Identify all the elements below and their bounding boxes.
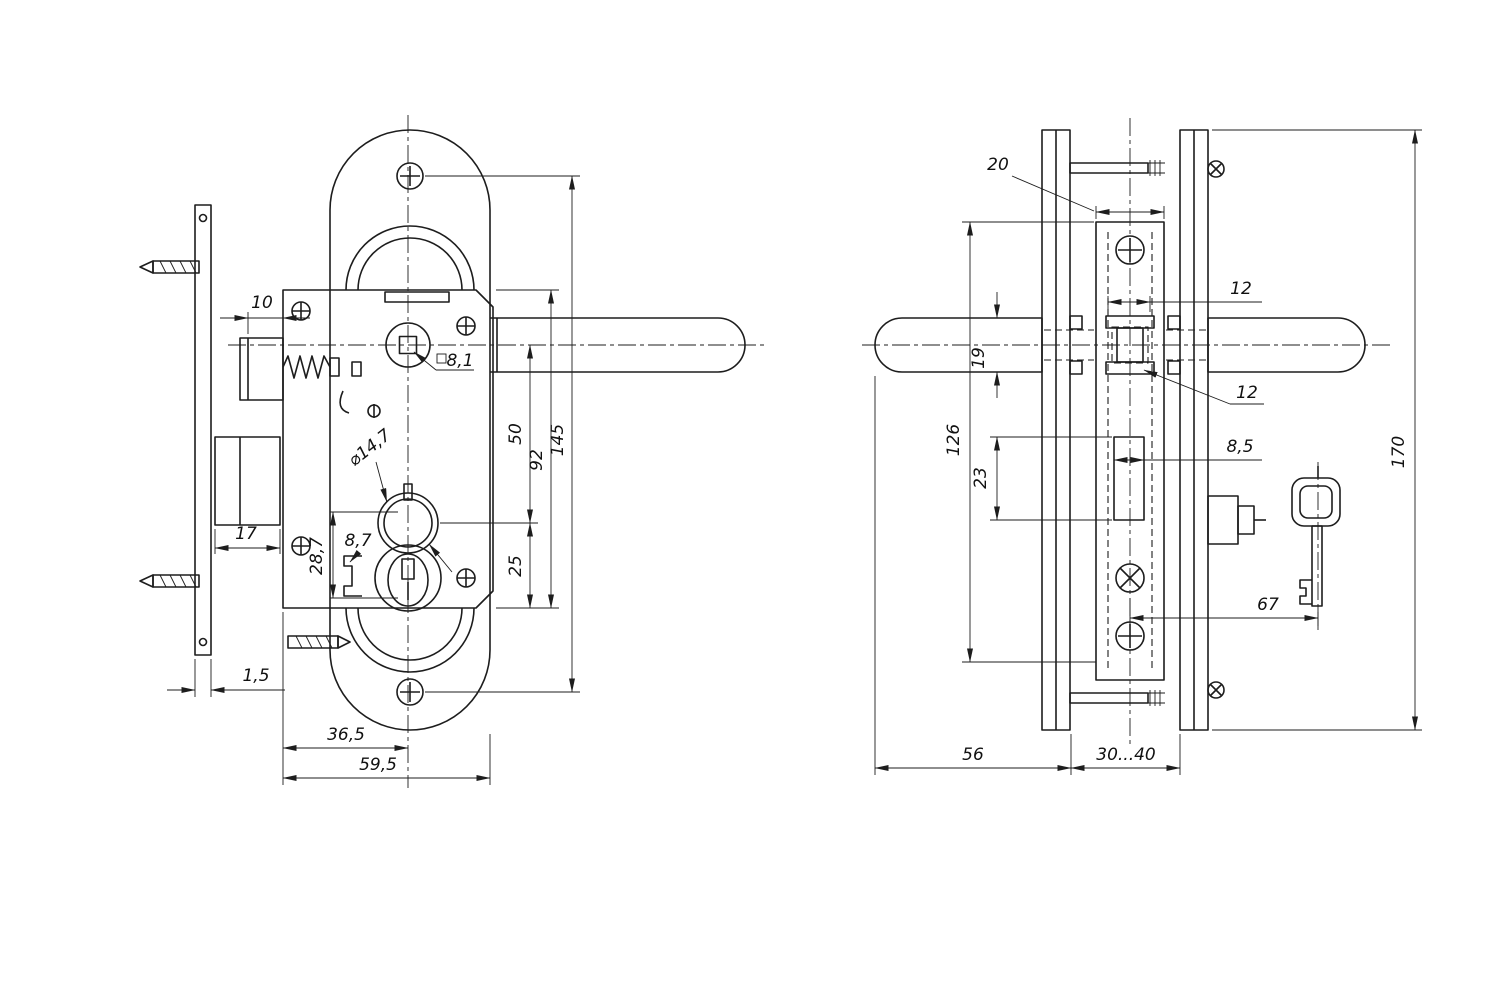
case-screws	[291, 301, 476, 588]
wood-screw-top	[139, 260, 200, 274]
left-handle-lever	[874, 317, 1043, 373]
latch-bolt	[239, 337, 284, 401]
dim-28-7-label: 28,7	[307, 537, 327, 575]
latch-spring	[282, 355, 331, 379]
dim-19-label: 19	[969, 347, 989, 369]
bottom-plate-screw	[396, 678, 424, 706]
dim-12-top-label: 12	[1230, 279, 1252, 299]
dim-dia14-7-label: ⌀14,7	[345, 425, 395, 470]
dim-8-7-label: 8,7	[344, 531, 371, 551]
dim-30-40-label: 30...40	[1096, 745, 1155, 765]
dim-dia14-7-leader-a	[375, 461, 388, 503]
dim-8-1-label: 8,1	[446, 351, 473, 371]
cylinder-protrusion	[1207, 495, 1266, 545]
case-top-screw	[1115, 235, 1145, 265]
lock-case-edge	[1095, 221, 1165, 681]
keyhole	[374, 544, 442, 612]
right-view-dimensions: 20 12 19 12 126 23 8,5 67 56 30...40 170	[874, 129, 1422, 775]
dim-1-5-label: 1,5	[242, 666, 269, 686]
left-escutcheon-edge	[1041, 129, 1071, 731]
dim-59-5-label: 59,5	[359, 755, 397, 775]
right-escutcheon-edge	[1179, 129, 1209, 731]
top-boss-arc-inner	[357, 237, 463, 291]
deadbolt	[214, 436, 281, 526]
dim-170-label: 170	[1389, 436, 1409, 468]
dim-25-label: 25	[506, 555, 526, 577]
dim-145-label: 145	[548, 424, 568, 456]
retractor-hook	[339, 390, 381, 418]
dim-67-label: 67	[1257, 595, 1279, 615]
spindle-hub	[1044, 315, 1206, 375]
dim-17-label: 17	[235, 524, 257, 544]
dim-126-label: 126	[944, 424, 964, 457]
dim-20-leader	[1011, 175, 1095, 212]
dim-12-bottom-leader	[1143, 369, 1231, 405]
top-plate-screw	[396, 162, 424, 190]
right-plate-screw-top	[1207, 160, 1225, 178]
dim-8-1-leader	[413, 351, 437, 371]
stop-block	[351, 361, 362, 377]
top-boss-arc	[345, 225, 475, 291]
handle-follower	[385, 322, 431, 368]
case-cross-screw	[1115, 563, 1145, 593]
dim-20-label: 20	[987, 155, 1009, 175]
lock-case	[282, 289, 494, 609]
bottom-boss-arc-inner	[357, 607, 463, 661]
handle-lever	[490, 317, 746, 373]
left-extension-lines	[194, 175, 580, 785]
dim-8-5-label: 8,5	[1226, 437, 1253, 457]
dim-50-label: 50	[506, 423, 526, 445]
deadbolt-slot	[1113, 436, 1145, 521]
cylinder	[377, 483, 439, 554]
right-handle-lever	[1207, 317, 1366, 373]
handle-bushings	[1069, 315, 1181, 375]
dim-56-label: 56	[962, 745, 984, 765]
dim-dia14-7-leader-b	[428, 543, 453, 573]
escutcheon-plate	[329, 129, 491, 731]
key	[1291, 466, 1341, 607]
dim-92-label: 92	[527, 449, 547, 471]
right-plate-screw-bottom	[1207, 681, 1225, 699]
left-view-dimensions: 10 17 1,5 36,5 59,5 50 25 92 145 28,7 8,…	[167, 175, 580, 785]
dim-12-bottom-label: 12	[1236, 383, 1258, 403]
dim-23-label: 23	[971, 467, 991, 489]
left-view	[139, 115, 765, 788]
dim-10-label: 10	[251, 293, 273, 313]
square-symbol	[436, 353, 447, 364]
bottom-through-bolt	[1069, 690, 1165, 706]
keyway-clip	[343, 555, 362, 597]
faceplate	[194, 204, 212, 656]
top-through-bolt	[1069, 160, 1165, 176]
wood-screw-bottom	[139, 574, 200, 588]
mounting-screw-right	[287, 635, 351, 649]
spring-seat	[329, 357, 340, 377]
case-bottom-screw	[1115, 621, 1145, 651]
dim-8-7-leader	[349, 549, 362, 563]
bottom-boss-arc	[345, 607, 475, 673]
dim-36-5-label: 36,5	[327, 725, 365, 745]
case-top-slot	[384, 291, 450, 303]
right-view	[862, 118, 1390, 748]
